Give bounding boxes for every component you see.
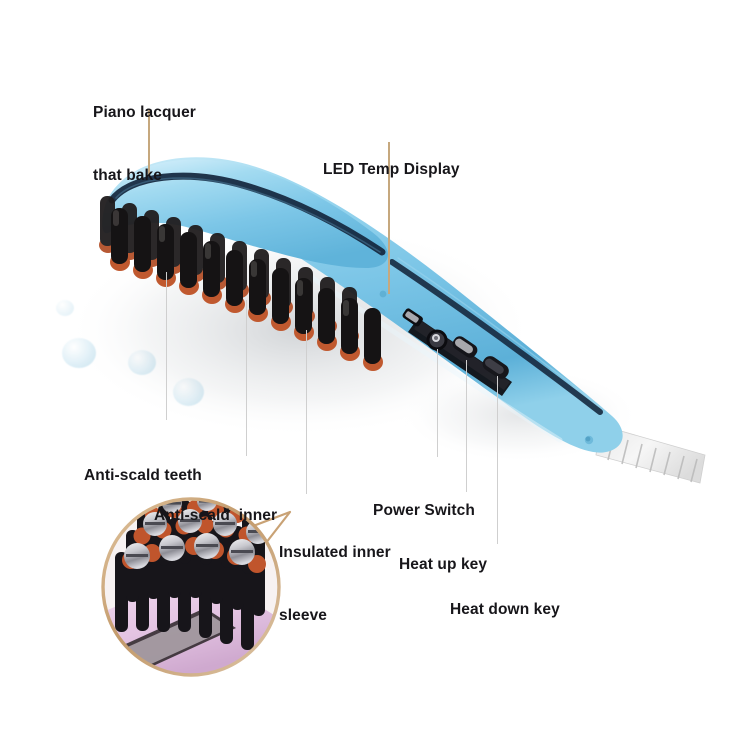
leader-line-power-switch: [437, 349, 439, 457]
label-anti-scald-inner-line1: Anti-scald inner: [154, 507, 278, 524]
leader-line-anti-scald-inner: [246, 300, 248, 456]
label-insulated-inner-sleeve: Insulated inner sleeve: [279, 500, 391, 668]
power-switch-control[interactable]: [426, 329, 448, 351]
leader-line-anti-scald-teeth: [166, 272, 168, 420]
control-panel: [402, 308, 512, 396]
label-anti-scald-teeth-line1: Anti-scald teeth: [84, 467, 202, 484]
ceramic-plate: [143, 512, 167, 536]
label-led-temp-display: LED Temp Display: [323, 117, 460, 222]
label-insulated-inner-sleeve-line1: Insulated inner: [279, 544, 391, 561]
label-insulated-inner-sleeve-line2: sleeve: [279, 607, 328, 624]
leader-line-heat-down-key: [497, 376, 499, 544]
ceramic-plate: [229, 539, 255, 565]
brush-teeth: [99, 196, 383, 371]
label-heat-up-key-line1: Heat up key: [399, 556, 488, 573]
ceramic-plate: [194, 533, 220, 559]
label-led-temp-display-line1: LED Temp Display: [323, 161, 460, 178]
leader-line-piano-lacquer: [148, 110, 150, 175]
ceramic-plate: [213, 512, 237, 536]
label-piano-lacquer: Piano lacquer that bake: [93, 60, 196, 228]
detail-inset: [101, 497, 292, 677]
label-power-switch-line1: Power Switch: [373, 502, 475, 519]
ceramic-plate: [162, 499, 182, 513]
label-power-switch: Power Switch: [373, 458, 475, 563]
label-piano-lacquer-line2: that bake: [93, 167, 162, 184]
led-temp-display-window: [402, 308, 423, 327]
leader-line-heat-up-key: [466, 360, 468, 492]
ceramic-plate: [159, 535, 185, 561]
leader-line-insulated-inner-sleeve: [306, 330, 308, 494]
ceramic-plate: [178, 509, 202, 533]
heat-up-key-control[interactable]: [450, 334, 479, 360]
label-heat-up-key: Heat up key: [399, 512, 487, 617]
ceramic-plate: [124, 543, 150, 569]
label-anti-scald-teeth: Anti-scald teeth: [84, 423, 202, 528]
label-anti-scald-inner: Anti-scald inner: [154, 463, 277, 568]
label-piano-lacquer-line1: Piano lacquer: [93, 104, 196, 121]
label-heat-down-key: Heat down key: [450, 557, 560, 662]
heat-down-key-control[interactable]: [480, 353, 512, 381]
leader-line-led-temp-display: [388, 142, 390, 294]
label-heat-down-key-line1: Heat down key: [450, 601, 560, 618]
